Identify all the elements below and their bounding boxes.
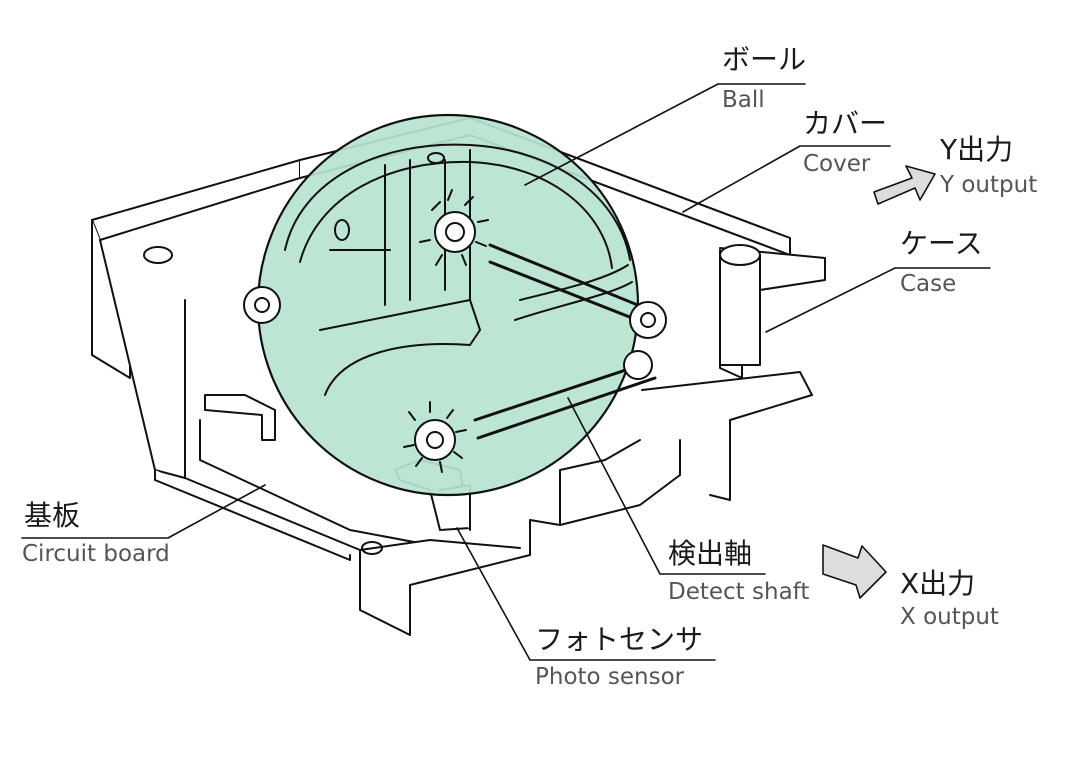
x-output-arrow [822,544,887,599]
leader-cover [682,145,891,213]
label-x-output-jp: X出力 [900,567,976,600]
label-photo-sensor-en: Photo sensor [535,664,685,690]
leader-photo-sensor [456,527,716,661]
label-circuit-board-en: Circuit board [22,541,170,567]
leader-circuit-board [21,484,266,539]
label-cover-en: Cover [803,151,871,177]
label-ball-en: Ball [722,87,765,113]
leader-ball [524,83,806,186]
leader-detect-shaft [567,397,766,575]
label-case-en: Case [900,271,957,297]
label-circuit-board-jp: 基板 [24,499,81,532]
label-x-output-en: X output [900,604,999,630]
label-y-output-en: Y output [940,172,1038,198]
label-detect-shaft-jp: 検出軸 [668,537,753,570]
internal-parts [143,143,761,555]
leader-lines [21,83,991,661]
leader-case [765,267,991,333]
label-cover-jp: カバー [803,107,888,140]
y-output-arrow [873,165,936,205]
label-case-jp: ケース [900,227,983,260]
label-ball-jp: ボール [722,43,807,76]
label-detect-shaft-en: Detect shaft [668,579,810,605]
label-photo-sensor-jp: フォトセンサ [535,623,704,656]
label-y-output-jp: Y出力 [940,133,1014,166]
